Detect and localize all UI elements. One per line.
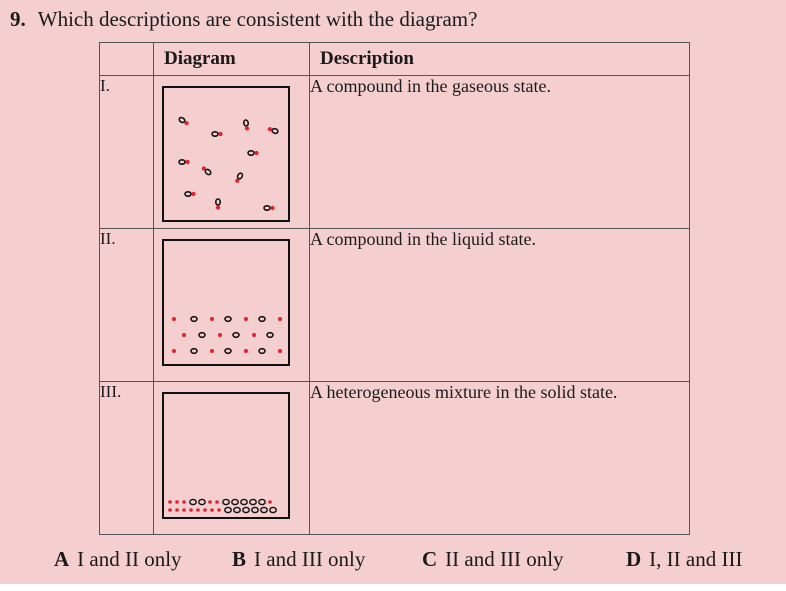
molecule <box>201 166 212 176</box>
option-letter: A <box>54 547 70 571</box>
table-header-row: Diagram Description <box>99 42 690 76</box>
option-letter: D <box>626 547 642 571</box>
diagram-table: Diagram Description I. <box>99 42 690 535</box>
molecule <box>184 190 196 198</box>
option-letter: C <box>422 547 438 571</box>
container-box <box>162 86 290 222</box>
table-row: II. <box>99 228 690 382</box>
option-text: II and III only <box>445 547 564 571</box>
option-a[interactable]: A I and II only <box>54 547 182 572</box>
table-row: I. <box>99 75 690 229</box>
diagram-liquid-cell <box>153 228 310 382</box>
diagram-solid <box>162 392 290 519</box>
diagram-gas <box>162 86 290 222</box>
option-letter: B <box>232 547 247 571</box>
table-row: III. <box>99 381 690 535</box>
header-blank <box>99 42 154 76</box>
row-label: I. <box>99 75 154 229</box>
molecule <box>178 116 189 126</box>
diagram-liquid <box>162 239 290 366</box>
header-diagram: Diagram <box>153 42 310 76</box>
liquid-particles <box>172 315 282 355</box>
molecule <box>211 130 223 138</box>
molecule <box>242 119 250 131</box>
container-box <box>162 392 290 519</box>
option-c[interactable]: C II and III only <box>422 547 564 572</box>
gas-molecules <box>178 116 279 212</box>
molecule <box>247 149 259 157</box>
option-b[interactable]: B I and III only <box>232 547 365 572</box>
container-box <box>162 239 290 366</box>
row-label: III. <box>99 381 154 535</box>
option-text: I and III only <box>254 547 366 571</box>
header-description: Description <box>309 42 690 76</box>
molecule <box>235 172 244 183</box>
description-cell: A heterogeneous mixture in the solid sta… <box>309 381 690 535</box>
description-cell: A compound in the liquid state. <box>309 228 690 382</box>
question-text: Which descriptions are consistent with t… <box>37 7 478 31</box>
option-text: I, II and III <box>649 547 743 571</box>
option-text: I and II only <box>77 547 182 571</box>
molecule <box>263 204 275 212</box>
molecule <box>267 127 279 135</box>
description-cell: A compound in the gaseous state. <box>309 75 690 229</box>
molecule <box>178 158 190 166</box>
row-label: II. <box>99 228 154 382</box>
question: 9. Which descriptions are consistent with… <box>10 6 477 32</box>
diagram-solid-cell <box>153 381 310 535</box>
molecule <box>214 198 222 210</box>
solid-particles <box>168 498 277 514</box>
option-d[interactable]: D I, II and III <box>626 547 742 572</box>
question-number: 9. <box>10 7 26 31</box>
diagram-gas-cell <box>153 75 310 229</box>
